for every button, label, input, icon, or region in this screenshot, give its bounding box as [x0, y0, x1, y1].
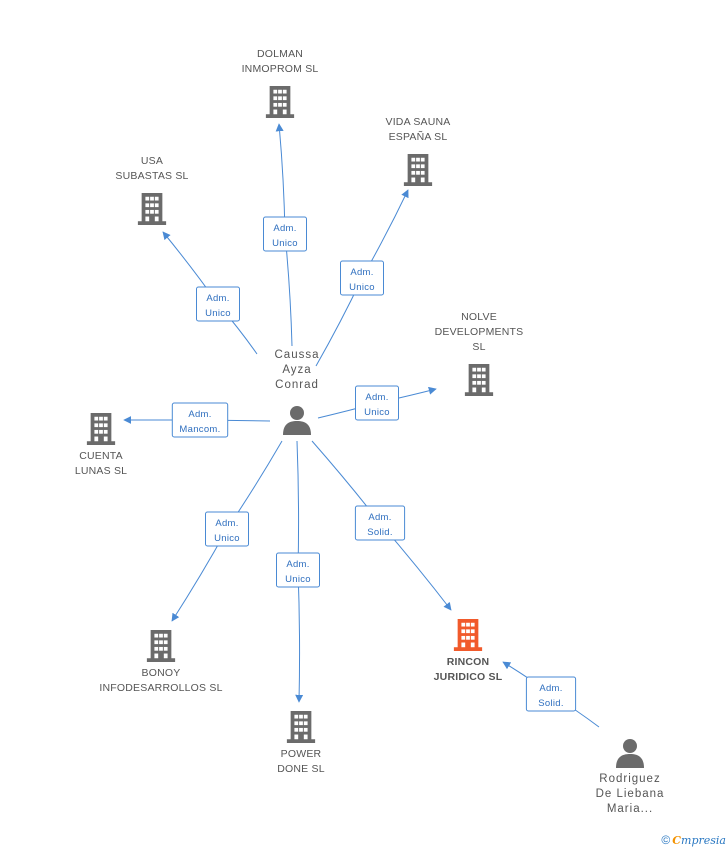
relation-label-box: [276, 552, 320, 588]
company-name-line: DONE SL: [277, 763, 325, 775]
relation-label-text: Adm.: [368, 512, 391, 523]
person-icon: [616, 739, 644, 768]
company-name-line: SUBASTAS SL: [115, 170, 188, 182]
relation-label-text: Solid.: [367, 527, 393, 538]
building-icon: [265, 86, 295, 118]
company-name-line: NOLVE: [461, 311, 497, 323]
relation-label-box: [196, 286, 240, 322]
company-node-power[interactable]: POWER DONE SL: [277, 711, 325, 775]
relation-label-text: Adm.: [539, 683, 562, 694]
relation-label[interactable]: Adm. Unico: [276, 552, 320, 588]
company-name-line: DEVELOPMENTS: [435, 326, 524, 338]
relation-label-box: [340, 260, 384, 296]
person-name-line: Caussa: [275, 349, 320, 361]
relation-label[interactable]: Adm. Unico: [263, 216, 307, 252]
relation-label-text: Solid.: [538, 698, 564, 709]
person-name-line: Ayza: [282, 364, 311, 376]
person-name-line: Rodriguez: [599, 773, 660, 785]
person-name-line: Conrad: [275, 379, 319, 391]
relation-label[interactable]: Adm. Solid.: [525, 676, 577, 712]
brand-logo-text: mpresia: [681, 834, 726, 847]
company-node-rincon[interactable]: RINCON JURIDICO SL: [434, 619, 503, 683]
relation-label[interactable]: Adm. Solid.: [354, 505, 406, 541]
relation-label-text: Unico: [214, 533, 240, 544]
relation-labels-layer: Adm.UnicoAdm.UnicoAdm.UnicoAdm.UnicoAdm.…: [171, 216, 577, 712]
company-name-line: INFODESARROLLOS SL: [99, 682, 222, 694]
relation-label-text: Adm.: [286, 559, 309, 570]
relation-label-box: [355, 385, 399, 421]
relation-label-box: [263, 216, 307, 252]
person-icon: [283, 406, 311, 435]
company-name-line: VIDA SAUNA: [385, 116, 450, 128]
company-name-line: LUNAS SL: [75, 465, 127, 477]
relation-label[interactable]: Adm. Unico: [205, 511, 249, 547]
relation-label-text: Unico: [272, 238, 298, 249]
company-node-usa[interactable]: USA SUBASTAS SL: [115, 155, 188, 225]
company-name-line: USA: [141, 155, 163, 167]
building-icon: [86, 413, 116, 445]
person-node-rodriguez[interactable]: Rodriguez De LiebanaMaria...: [596, 739, 665, 815]
relation-label[interactable]: Adm. Mancom.: [171, 402, 229, 438]
nodes-layer: DOLMAN INMOPROM SL VIDA SAUNA ESPAÑA SL USA S…: [75, 48, 665, 815]
relation-label-text: Unico: [364, 407, 390, 418]
brand-logo-initial: C: [672, 834, 682, 847]
company-node-cuenta[interactable]: CUENTA LUNAS SL: [75, 413, 127, 477]
company-name-line: POWER: [281, 748, 322, 760]
copyright-icon: ©: [661, 833, 671, 847]
company-name-line: INMOPROM SL: [242, 63, 319, 75]
company-name-line: RINCON: [447, 656, 490, 668]
relation-label-text: Unico: [205, 308, 231, 319]
relation-label-box: [171, 402, 229, 438]
building-icon: [146, 630, 176, 662]
relation-label-text: Adm.: [215, 518, 238, 529]
relation-label-text: Adm.: [365, 392, 388, 403]
edge-line-start: [296, 440, 300, 571]
relation-label-box: [354, 505, 406, 541]
company-name-line: CUENTA: [79, 450, 123, 462]
company-name-line: ESPAÑA SL: [389, 130, 448, 143]
relation-label-text: Adm.: [273, 223, 296, 234]
edge-arrow: [295, 569, 304, 703]
person-name-line: De Liebana: [596, 788, 665, 800]
relation-label-text: Mancom.: [179, 424, 220, 435]
company-name-line: DOLMAN: [257, 48, 303, 60]
company-name-line: JURIDICO SL: [434, 671, 503, 683]
relation-label[interactable]: Adm. Unico: [355, 385, 399, 421]
relation-label[interactable]: Adm. Unico: [340, 260, 384, 296]
company-node-bonoy[interactable]: BONOY INFODESARROLLOS SL: [99, 630, 222, 694]
company-node-vida[interactable]: VIDA SAUNA ESPAÑA SL: [385, 116, 450, 186]
building-icon: [137, 193, 167, 225]
company-node-nolve[interactable]: NOLVE DEVELOPMENTS SL: [435, 311, 524, 396]
company-name-line: BONOY: [142, 667, 181, 679]
relation-label[interactable]: Adm. Unico: [196, 286, 240, 322]
relation-label-text: Unico: [349, 282, 375, 293]
footer-brand[interactable]: ©Cmpresia: [661, 833, 726, 847]
relation-label-box: [525, 676, 577, 712]
building-icon: [286, 711, 316, 743]
building-icon: [403, 154, 433, 186]
building-icon: [453, 619, 483, 651]
relation-label-text: Unico: [285, 574, 311, 585]
company-name-line: SL: [472, 341, 485, 353]
relation-label-text: Adm.: [188, 409, 211, 420]
building-icon: [464, 364, 494, 396]
relation-label-text: Adm.: [350, 267, 373, 278]
person-name-line: Maria...: [607, 803, 653, 815]
relation-label-text: Adm.: [206, 293, 229, 304]
company-node-dolman[interactable]: DOLMAN INMOPROM SL: [242, 48, 319, 118]
relation-label-box: [205, 511, 249, 547]
